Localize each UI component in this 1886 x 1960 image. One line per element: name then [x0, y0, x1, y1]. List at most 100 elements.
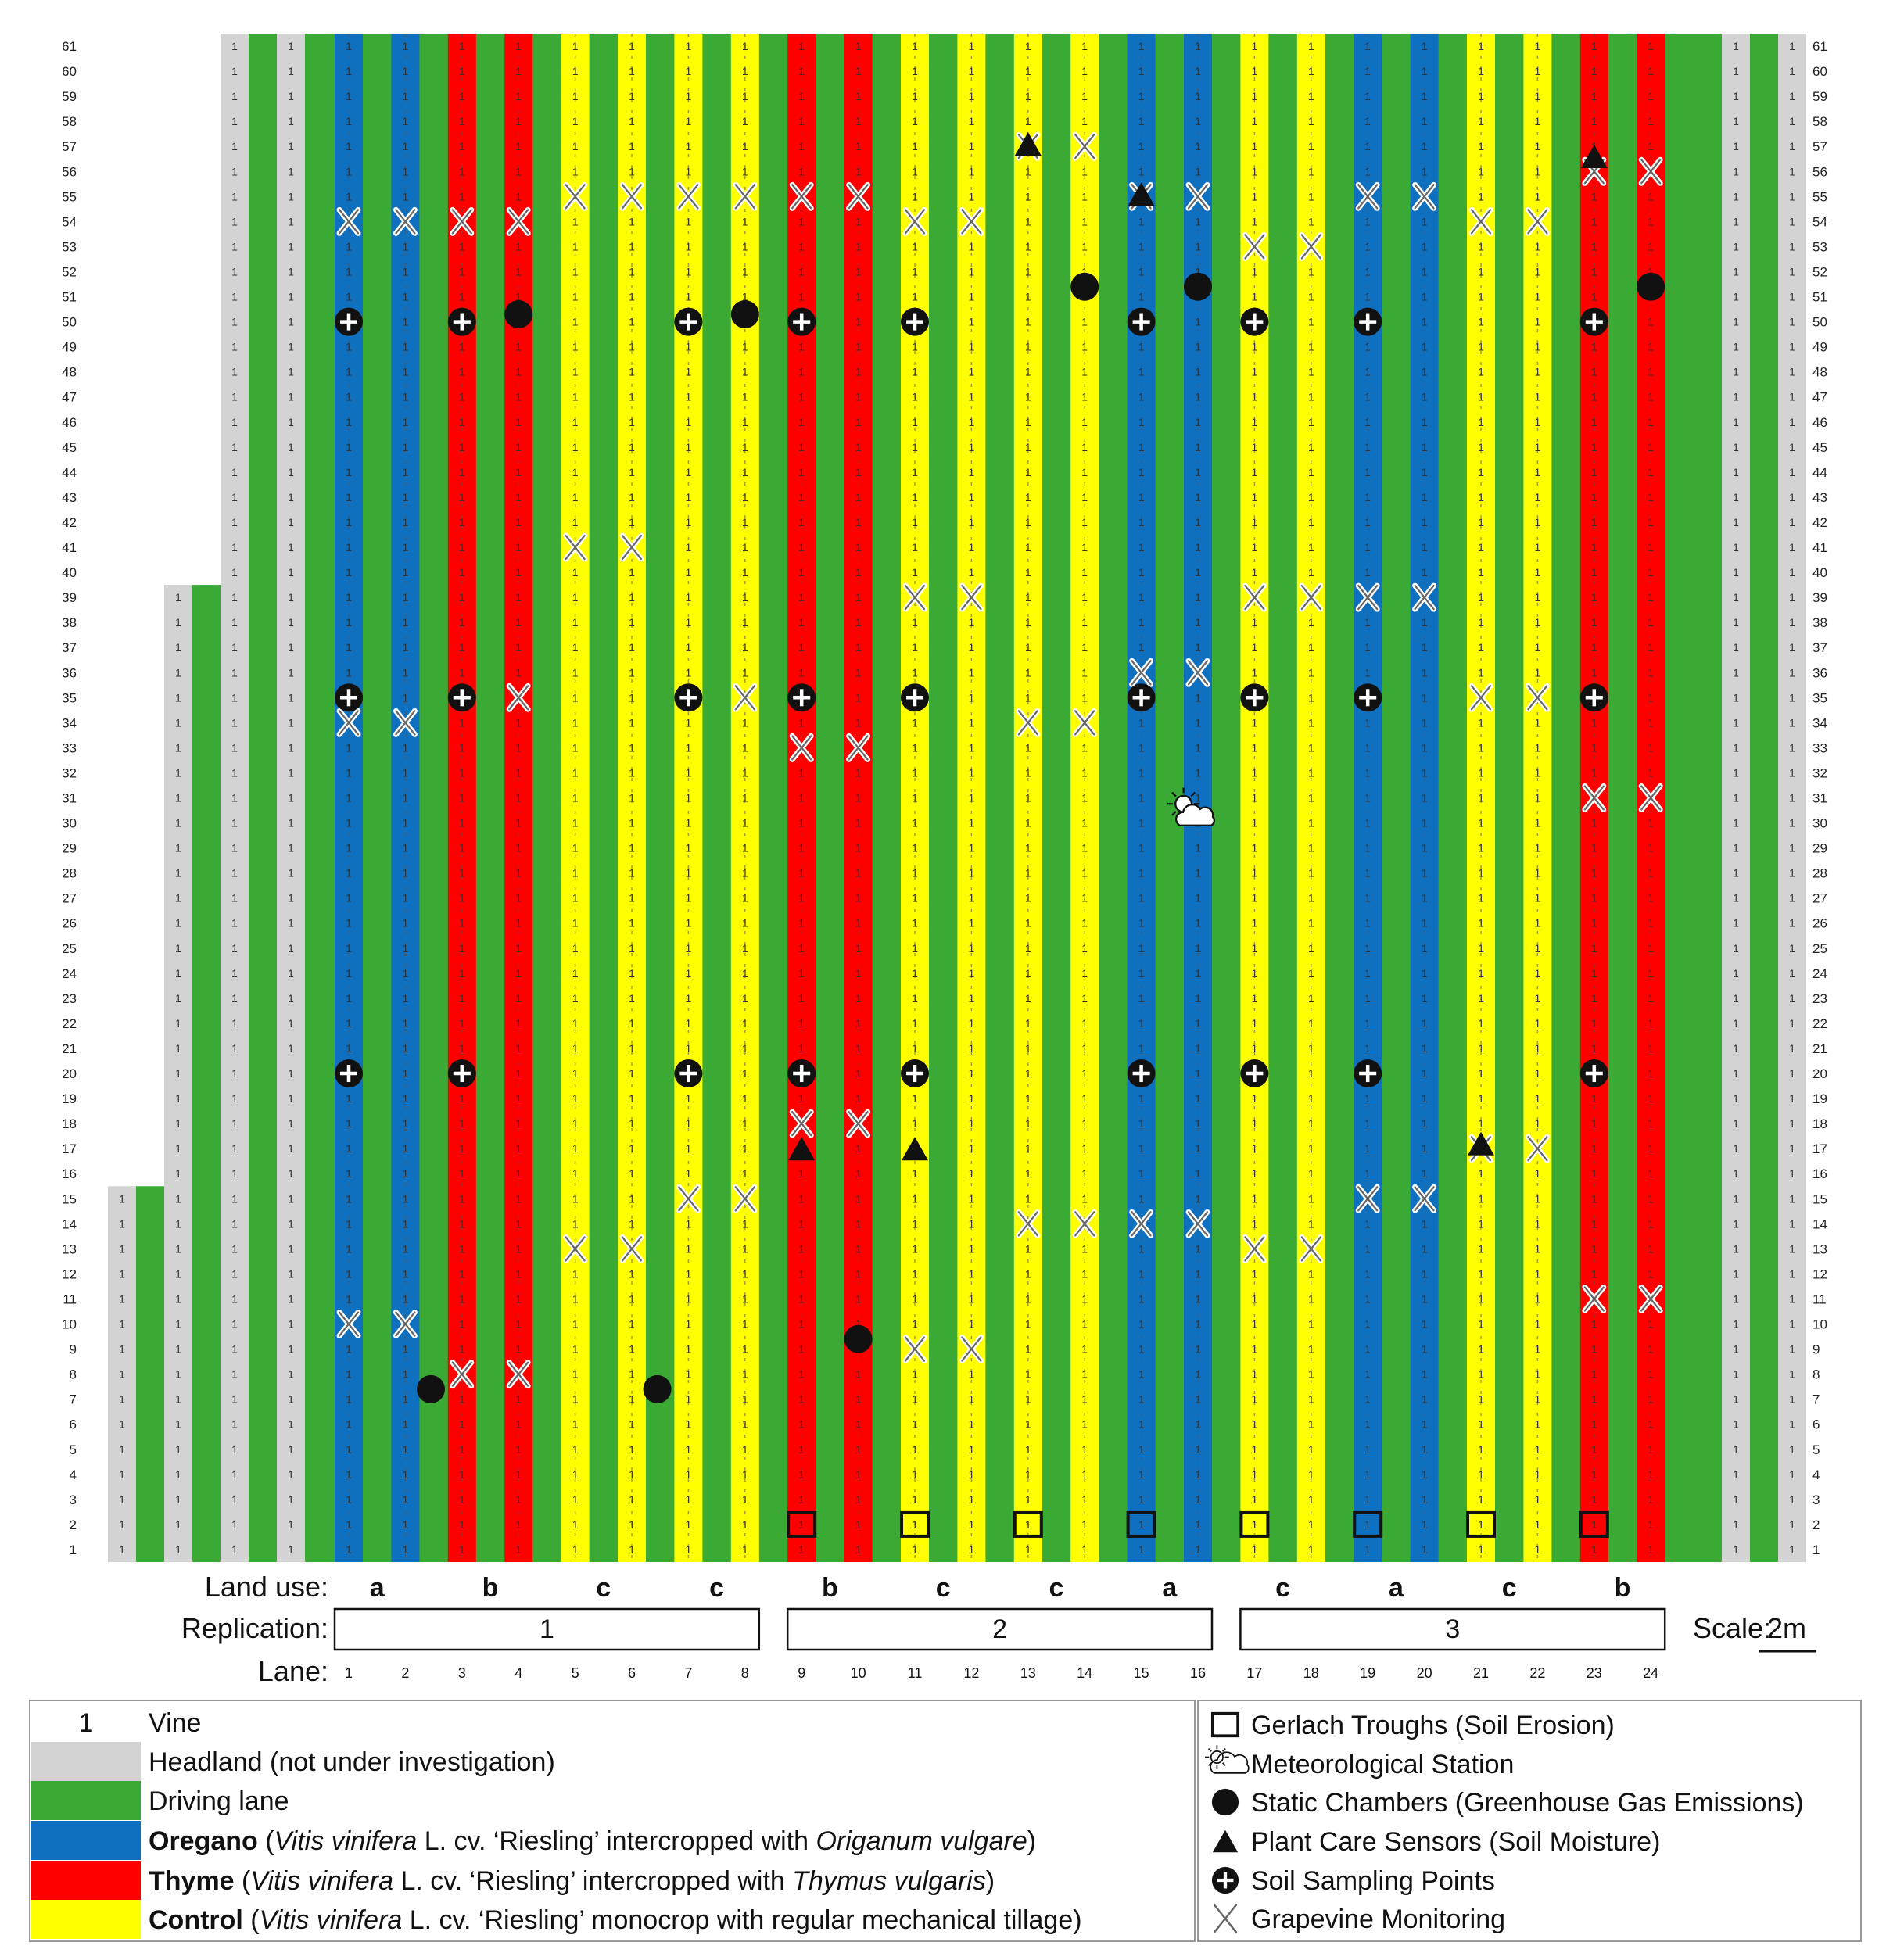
vine-mark: 1 — [1591, 491, 1597, 503]
vine-mark: 1 — [175, 1292, 181, 1305]
vine-mark: 1 — [175, 1267, 181, 1280]
grapevine-monitoring-icon — [1525, 683, 1550, 712]
vine-mark: 1 — [1364, 967, 1371, 980]
vine-mark: 1 — [288, 1493, 294, 1506]
row-number-left: 18 — [62, 1116, 77, 1131]
vine-mark: 1 — [231, 766, 238, 779]
vine-mark: 1 — [515, 917, 522, 930]
vine-mark: 1 — [1195, 1318, 1201, 1331]
vine-mark: 1 — [1025, 366, 1031, 378]
vine-mark: 1 — [686, 842, 692, 855]
vine-mark: 1 — [1478, 641, 1484, 654]
vine-mark: 1 — [231, 240, 238, 253]
row-number-right: 41 — [1812, 540, 1827, 555]
vine-mark: 1 — [515, 616, 522, 629]
vine-mark: 1 — [1308, 441, 1314, 453]
grapevine-monitoring-icon — [393, 1310, 418, 1339]
soil-sampling-icon — [1354, 683, 1382, 712]
vine-mark: 1 — [742, 165, 748, 177]
vine-mark: 1 — [798, 566, 805, 579]
vine-mark: 1 — [912, 341, 918, 353]
vine-mark: 1 — [855, 842, 862, 855]
vine-mark: 1 — [1422, 140, 1428, 152]
vine-mark: 1 — [572, 1017, 579, 1030]
vine-mark: 1 — [1364, 1443, 1371, 1456]
vine-mark: 1 — [1478, 1418, 1484, 1431]
vine-mark: 1 — [1733, 917, 1739, 930]
vine-mark: 1 — [1422, 1468, 1428, 1481]
vine-mark: 1 — [459, 190, 465, 202]
vine-mark: 1 — [686, 967, 692, 980]
vine-mark: 1 — [855, 491, 862, 503]
vine-mark: 1 — [1478, 1217, 1484, 1230]
vine-mark: 1 — [231, 441, 238, 453]
vine-mark: 1 — [346, 391, 352, 403]
vine-mark: 1 — [1422, 416, 1428, 428]
vine-mark: 1 — [912, 65, 918, 77]
vine-mark: 1 — [403, 741, 409, 754]
vine-mark: 1 — [969, 316, 975, 328]
grapevine-monitoring-icon — [1016, 1209, 1041, 1238]
vine-mark: 1 — [119, 1292, 125, 1305]
vine-mark: 1 — [855, 215, 862, 228]
vine-mark: 1 — [1733, 265, 1739, 278]
vine-mark: 1 — [1535, 1242, 1541, 1255]
vine-mark: 1 — [1364, 1393, 1371, 1406]
vine-mark: 1 — [1422, 867, 1428, 880]
vine-mark: 1 — [1535, 1067, 1541, 1080]
vine-mark: 1 — [1733, 1393, 1739, 1406]
vine-mark: 1 — [459, 1192, 465, 1205]
vine-mark: 1 — [572, 1368, 579, 1381]
vine-mark: 1 — [288, 867, 294, 880]
vine-mark: 1 — [1025, 1393, 1031, 1406]
vine-mark: 1 — [515, 291, 522, 303]
vine-mark: 1 — [403, 616, 409, 629]
vine-mark: 1 — [1422, 115, 1428, 127]
vine-mark: 1 — [1081, 741, 1088, 754]
vine-mark: 1 — [686, 1092, 692, 1105]
vine-mark: 1 — [1733, 1468, 1739, 1481]
vine-mark: 1 — [1591, 1468, 1597, 1481]
vine-mark: 1 — [1648, 341, 1654, 353]
grapevine-monitoring-icon — [563, 1234, 588, 1263]
vine-mark: 1 — [175, 741, 181, 754]
vine-mark: 1 — [629, 1318, 635, 1331]
row-number-left: 37 — [62, 640, 77, 655]
vine-mark: 1 — [798, 1368, 805, 1381]
vine-mark: 1 — [1025, 1017, 1031, 1030]
row-number-left: 28 — [62, 866, 77, 881]
vine-mark: 1 — [629, 65, 635, 77]
vine-mark: 1 — [231, 917, 238, 930]
vine-mark: 1 — [572, 1142, 579, 1155]
vine-mark: 1 — [855, 1393, 862, 1406]
vine-mark: 1 — [1422, 792, 1428, 804]
vine-mark: 1 — [1138, 215, 1145, 228]
vine-mark: 1 — [572, 641, 579, 654]
vine-mark: 1 — [742, 842, 748, 855]
vine-mark: 1 — [798, 366, 805, 378]
vine-mark: 1 — [1648, 140, 1654, 152]
vine-mark: 1 — [403, 140, 409, 152]
vine-mark: 1 — [1422, 691, 1428, 704]
row-number-left: 23 — [62, 991, 77, 1006]
static-chamber-icon — [1211, 1788, 1239, 1816]
vine-mark: 1 — [403, 591, 409, 604]
vine-mark: 1 — [855, 1017, 862, 1030]
legend-item-thyme: Thyme (Vitis vinifera L. cv. ‘Riesling’ … — [31, 1861, 995, 1900]
vine-mark: 1 — [912, 1192, 918, 1205]
lane-number: 13 — [1020, 1665, 1036, 1681]
vine-mark: 1 — [1789, 190, 1795, 202]
vine-mark: 1 — [515, 1393, 522, 1406]
soil-sampling-icon — [1579, 307, 1608, 336]
legend-text-part: ) — [1027, 1826, 1036, 1856]
vine-mark: 1 — [1364, 1318, 1371, 1331]
vine-mark: 1 — [403, 516, 409, 529]
vine-mark: 1 — [288, 716, 294, 729]
vine-mark: 1 — [1478, 741, 1484, 754]
vine-mark: 1 — [1138, 366, 1145, 378]
vine-mark: 1 — [855, 40, 862, 52]
vine-mark: 1 — [459, 917, 465, 930]
vine-mark: 1 — [1648, 917, 1654, 930]
vine-mark: 1 — [1789, 366, 1795, 378]
